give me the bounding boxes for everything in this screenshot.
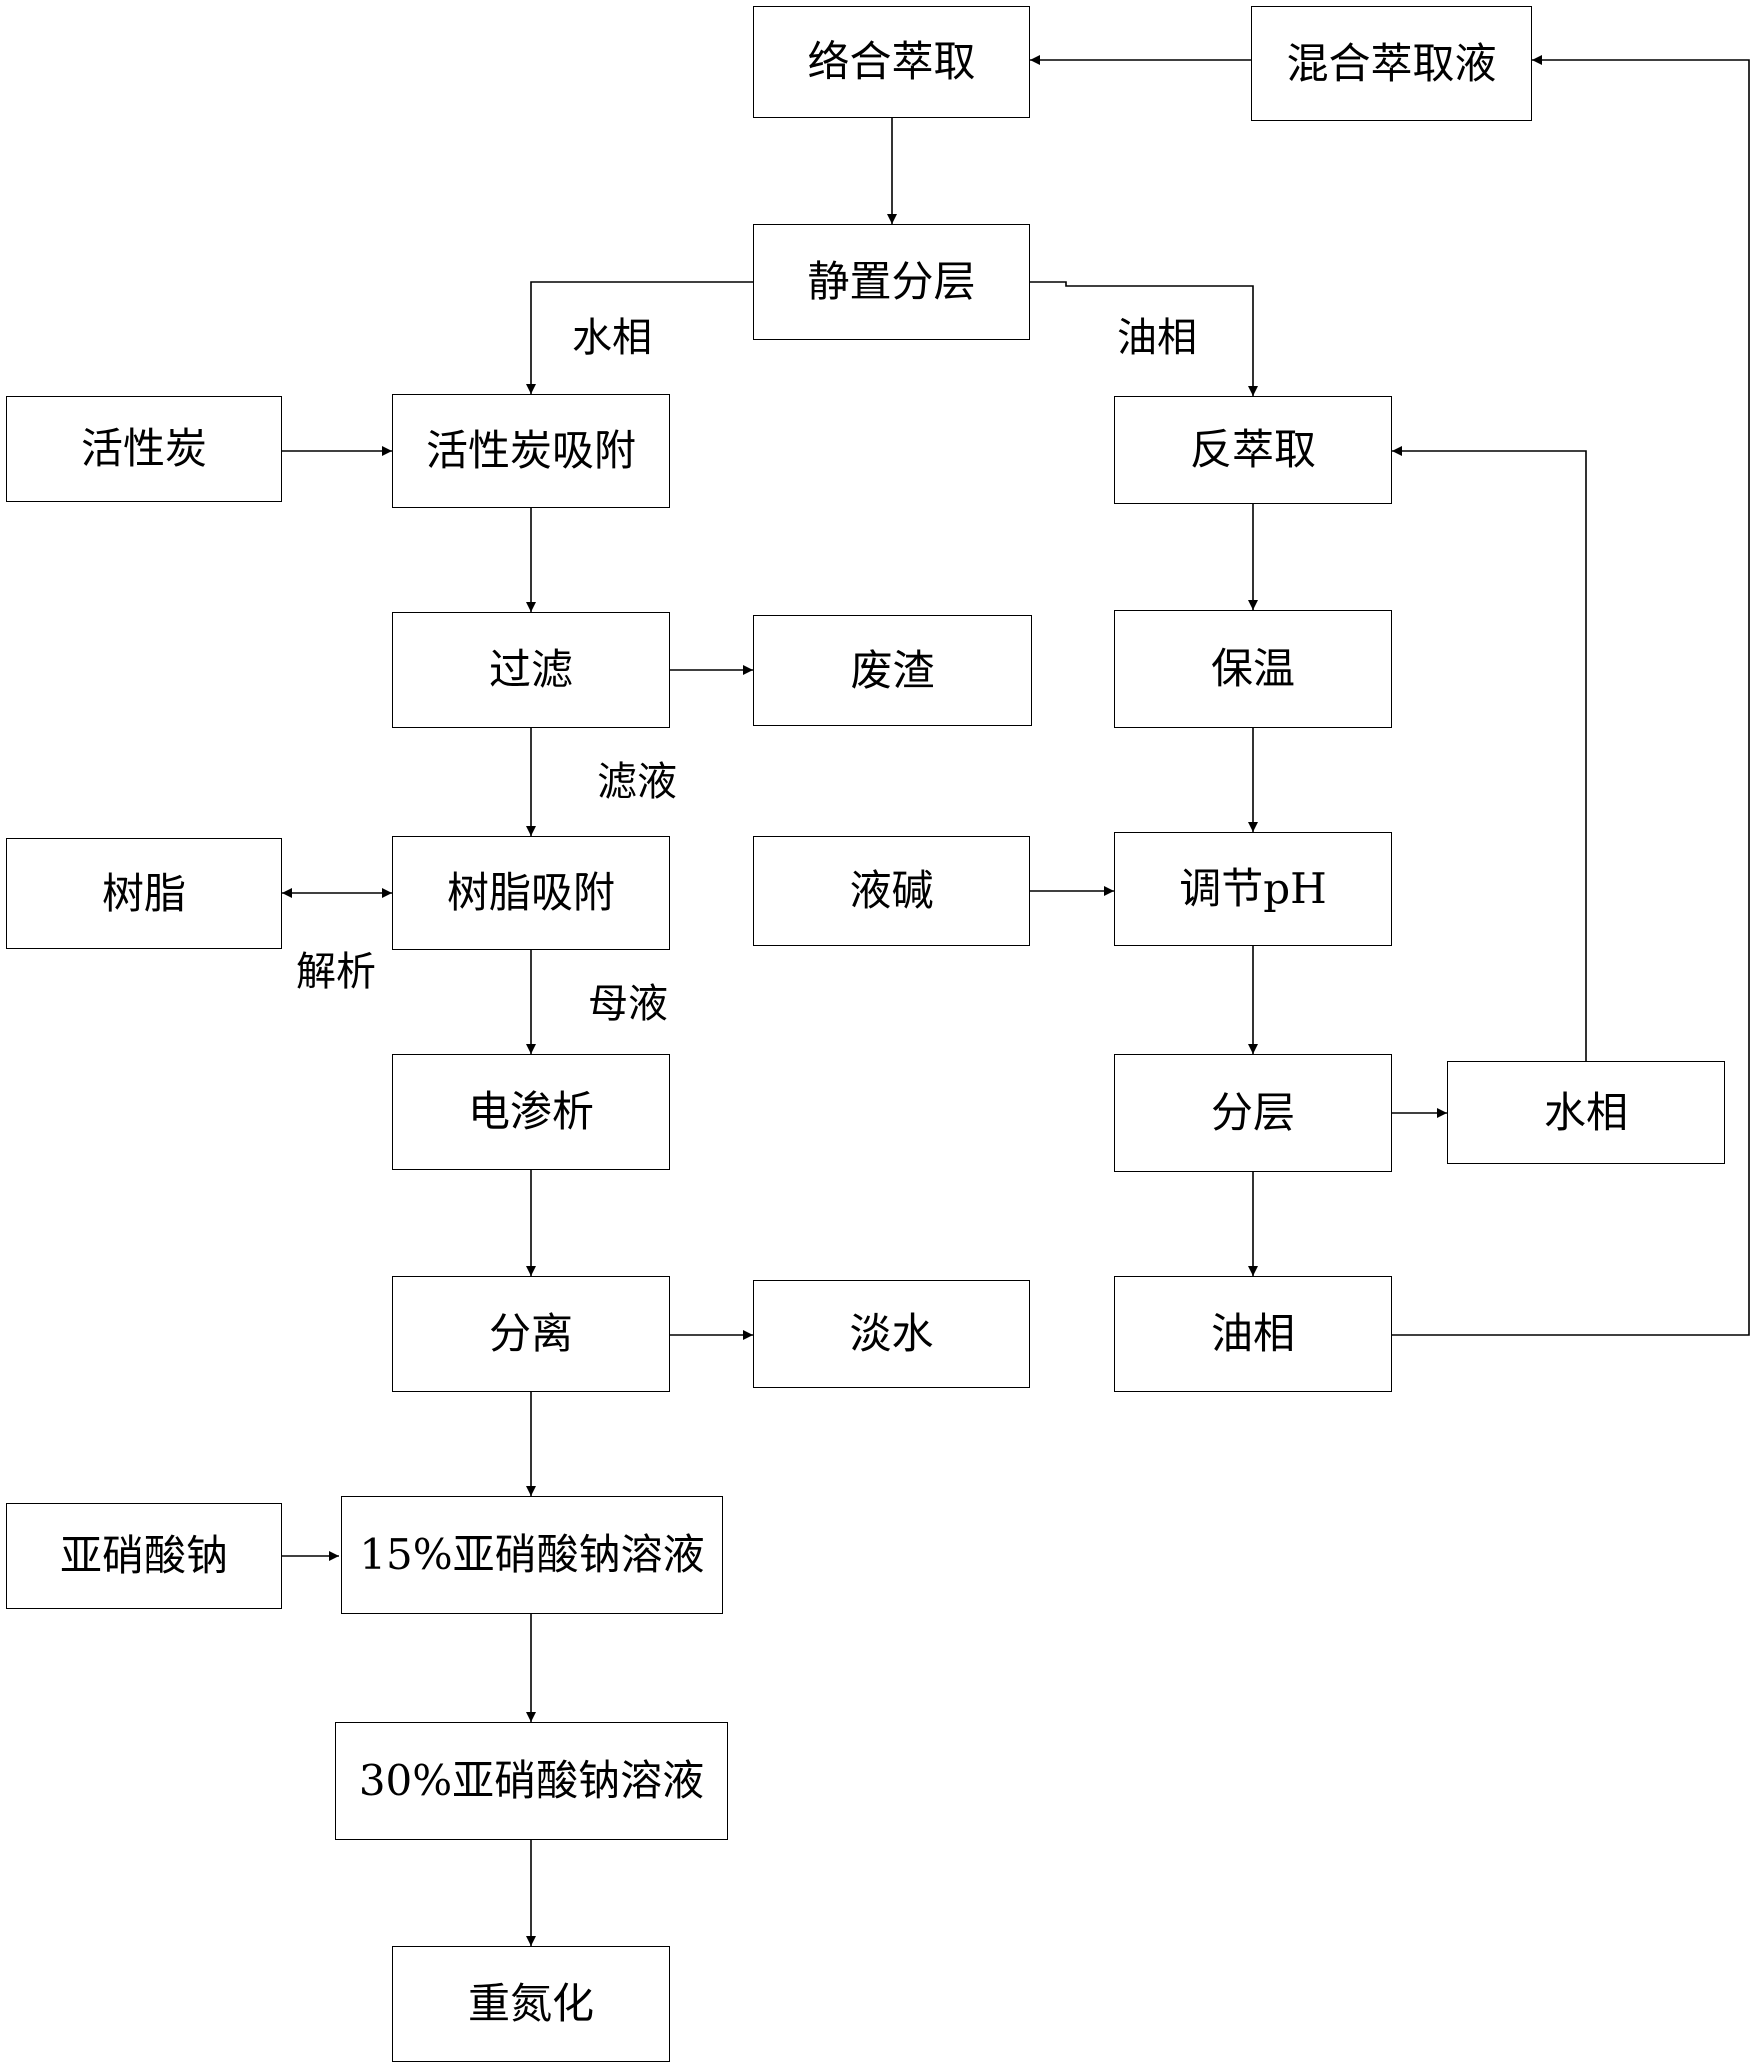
- node-layering: 分层: [1114, 1054, 1392, 1172]
- node-filtration: 过滤: [392, 612, 670, 728]
- node-heat-preservation: 保温: [1114, 610, 1392, 728]
- node-carbon-adsorption: 活性炭吸附: [392, 394, 670, 508]
- node-diazotization: 重氮化: [392, 1946, 670, 2062]
- node-back-extraction: 反萃取: [1114, 396, 1392, 504]
- label-desorption: 解析: [296, 949, 376, 995]
- node-fresh-water: 淡水: [753, 1280, 1030, 1388]
- arrow-oil-recycle-to-mixed: [1391, 55, 1750, 1336]
- label-water-phase: 水相: [572, 315, 652, 361]
- arrow-water-recycle-to-back-extraction: [1392, 446, 1587, 1061]
- label-oil-phase: 油相: [1117, 315, 1197, 361]
- node-settle-layer: 静置分层: [753, 224, 1030, 340]
- arrow-settle-water-phase: [526, 281, 753, 394]
- node-sodium-nitrite: 亚硝酸钠: [6, 1503, 282, 1609]
- node-water-phase: 水相: [1447, 1061, 1725, 1164]
- node-solution-15: 15%亚硝酸钠溶液: [341, 1496, 723, 1614]
- node-liquid-alkali: 液碱: [753, 836, 1030, 946]
- node-adjust-ph: 调节pH: [1114, 832, 1392, 946]
- node-resin-adsorption: 树脂吸附: [392, 836, 670, 950]
- node-solution-30: 30%亚硝酸钠溶液: [335, 1722, 728, 1840]
- node-oil-phase: 油相: [1114, 1276, 1392, 1392]
- node-resin: 树脂: [6, 838, 282, 949]
- label-mother-liquor: 母液: [588, 981, 668, 1027]
- label-filtrate: 滤液: [597, 759, 677, 805]
- node-activated-carbon: 活性炭: [6, 396, 282, 502]
- node-complex-extraction: 络合萃取: [753, 6, 1030, 118]
- node-waste-residue: 废渣: [753, 615, 1032, 726]
- node-separation: 分离: [392, 1276, 670, 1392]
- node-electrodialysis: 电渗析: [392, 1054, 670, 1170]
- node-mixed-extractant: 混合萃取液: [1251, 6, 1532, 121]
- arrow-settle-oil-phase: [1030, 281, 1258, 396]
